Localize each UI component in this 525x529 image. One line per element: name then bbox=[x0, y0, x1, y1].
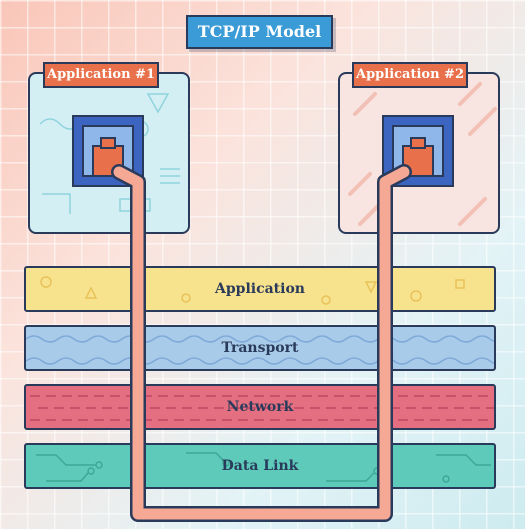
stripe-pattern bbox=[348, 82, 497, 226]
wave-pattern bbox=[26, 335, 494, 365]
application-1-label: Application #1 bbox=[43, 62, 159, 88]
application-2-label: Application #2 bbox=[352, 62, 468, 88]
layer-network: Network bbox=[24, 384, 496, 430]
dash-pattern bbox=[30, 395, 494, 421]
layer-network-label: Network bbox=[226, 399, 294, 415]
layer-data-link-label: Data Link bbox=[221, 458, 299, 474]
layer-application: Application bbox=[24, 266, 496, 312]
diagram-title: TCP/IP Model bbox=[186, 15, 333, 49]
layer-transport: Transport bbox=[24, 325, 496, 371]
circuit-trace-pattern bbox=[36, 452, 491, 483]
layer-transport-label: Transport bbox=[221, 340, 299, 356]
layer-data-link: Data Link bbox=[24, 443, 496, 489]
layer-application-label: Application bbox=[215, 281, 305, 297]
